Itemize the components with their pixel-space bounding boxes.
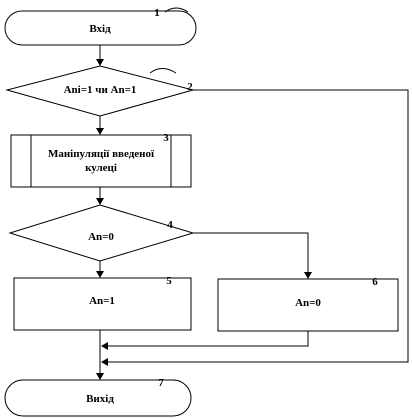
block-number-1: 1 <box>154 7 160 19</box>
arrow-4-6 <box>304 272 312 279</box>
arrow-2-bypass <box>101 358 108 366</box>
arrow-5-7 <box>96 373 104 380</box>
assign-zero-label: An=0 <box>295 297 321 309</box>
decision-an: An=0 4 <box>8 204 195 262</box>
decision-main-label: Ani=1 чи An=1 <box>64 84 137 96</box>
end-label: Вихід <box>86 393 114 405</box>
assign-one-label: An=1 <box>89 295 115 307</box>
connector-6-merge <box>108 331 309 347</box>
block-number-6: 6 <box>372 276 378 288</box>
connector-4-6 <box>193 232 309 272</box>
start-label: Вхід <box>89 23 111 35</box>
decision-main: Ani=1 чи An=1 2 <box>5 65 195 117</box>
arrow-3-4 <box>96 198 104 205</box>
block-number-7: 7 <box>158 377 164 389</box>
process-label-line1: Маніпуляції введеної <box>48 148 155 160</box>
number-leader-2 <box>149 68 177 74</box>
process-predefined: Маніпуляції введеної кулеці 3 <box>10 132 192 188</box>
arrow-4-5 <box>96 271 104 278</box>
arrow-1-2 <box>96 59 104 66</box>
connector-2-bypass <box>108 89 409 363</box>
arrow-6-merge <box>101 342 108 350</box>
block-number-2: 2 <box>187 81 193 93</box>
block-number-4: 4 <box>167 219 173 231</box>
start-terminator: Вхід 1 <box>4 7 197 46</box>
number-leader-1 <box>164 7 189 13</box>
block-number-3: 3 <box>163 132 169 144</box>
process-label-line2: кулеці <box>85 162 117 174</box>
block-number-5: 5 <box>166 275 172 287</box>
decision-an-label: An=0 <box>88 231 114 243</box>
assign-zero-block: An=0 6 <box>217 276 399 332</box>
arrow-2-3 <box>96 128 104 135</box>
assign-one-block: An=1 5 <box>13 275 192 331</box>
end-terminator: Вихід 7 <box>4 377 192 417</box>
